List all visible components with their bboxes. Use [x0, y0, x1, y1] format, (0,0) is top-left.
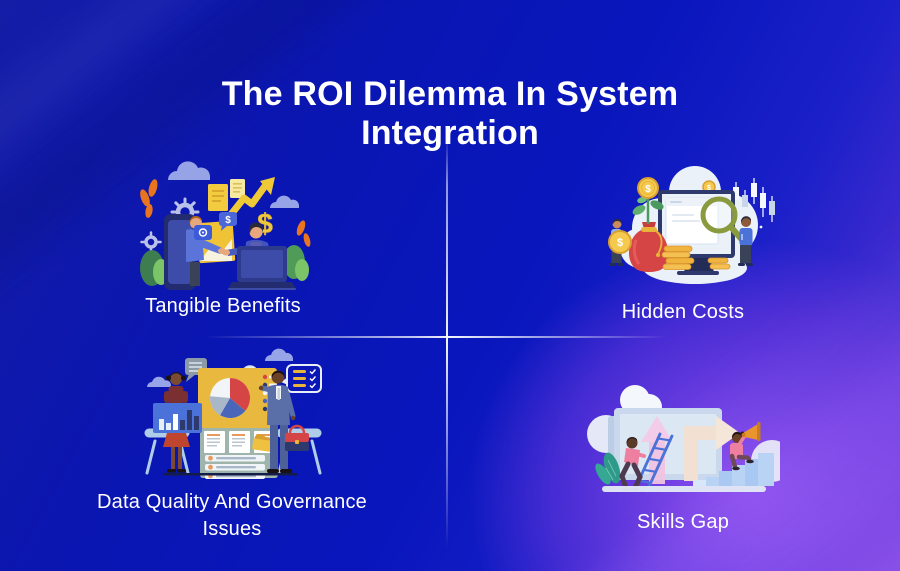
- document-card: [204, 431, 225, 453]
- handshake-growth-illustration: $ $: [134, 150, 314, 290]
- man-presenter: [258, 370, 296, 473]
- documents-icon: [208, 179, 245, 211]
- checklist-row: [205, 455, 265, 462]
- magnifier-icon: [700, 196, 746, 244]
- charts-presentation-illustration: [135, 345, 325, 480]
- laptop: [228, 246, 296, 290]
- gear-badge-icon: [194, 225, 212, 240]
- speech-bubble: [185, 358, 207, 382]
- ladder-stairs-illustration: [580, 376, 780, 496]
- person-carrying-ladder: [619, 437, 646, 492]
- megaphone-icon: [741, 422, 761, 441]
- cloud-icon: [147, 348, 294, 387]
- leaves-decoration: [140, 179, 311, 247]
- svg-text:$: $: [617, 237, 623, 249]
- pie-chart-card: [198, 368, 277, 428]
- candlestick-chart: [733, 178, 775, 229]
- person-left: $: [608, 218, 632, 266]
- documents-panel: [200, 428, 278, 479]
- document-card: [229, 431, 250, 453]
- divider-vertical: [446, 136, 448, 548]
- svg-text:$: $: [225, 215, 231, 226]
- plant-decoration: [595, 452, 621, 485]
- cloud-icon: [168, 161, 300, 208]
- svg-text:$: $: [707, 185, 711, 192]
- monitor: [658, 190, 735, 275]
- quadrant-label-tangible-benefits: Tangible Benefits: [145, 295, 301, 317]
- person-with-megaphone: [729, 431, 754, 471]
- coin-stack: [661, 245, 731, 270]
- svg-text:$: $: [645, 184, 651, 195]
- quadrant-label-hidden-costs: Hidden Costs: [621, 301, 745, 323]
- coin-plant: $: [632, 177, 664, 224]
- right-arrow: [684, 416, 740, 481]
- quadrant-label-skills-gap: Skills Gap: [636, 511, 730, 533]
- person-right: [738, 216, 753, 266]
- checklist-bubble: [281, 364, 322, 393]
- ground-strip: [602, 486, 766, 492]
- page-title: The ROI Dilemma In System Integration: [221, 74, 679, 152]
- money-bag-magnifier-illustration: $: [600, 160, 780, 290]
- dollar-bubble-icon: $: [219, 212, 237, 231]
- ground-line: [163, 473, 298, 476]
- briefcase: [285, 424, 309, 451]
- woman-presenter: [163, 372, 190, 473]
- quadrant-label-data-quality: Data Quality And Governance Issues: [97, 491, 367, 540]
- bar-chart-panel: [153, 403, 202, 433]
- money-bag: [628, 222, 669, 272]
- growth-arrow-icon: [225, 177, 275, 221]
- bush-decoration: [140, 245, 309, 286]
- checklist-row: [205, 464, 265, 471]
- divider-horizontal: [205, 336, 667, 338]
